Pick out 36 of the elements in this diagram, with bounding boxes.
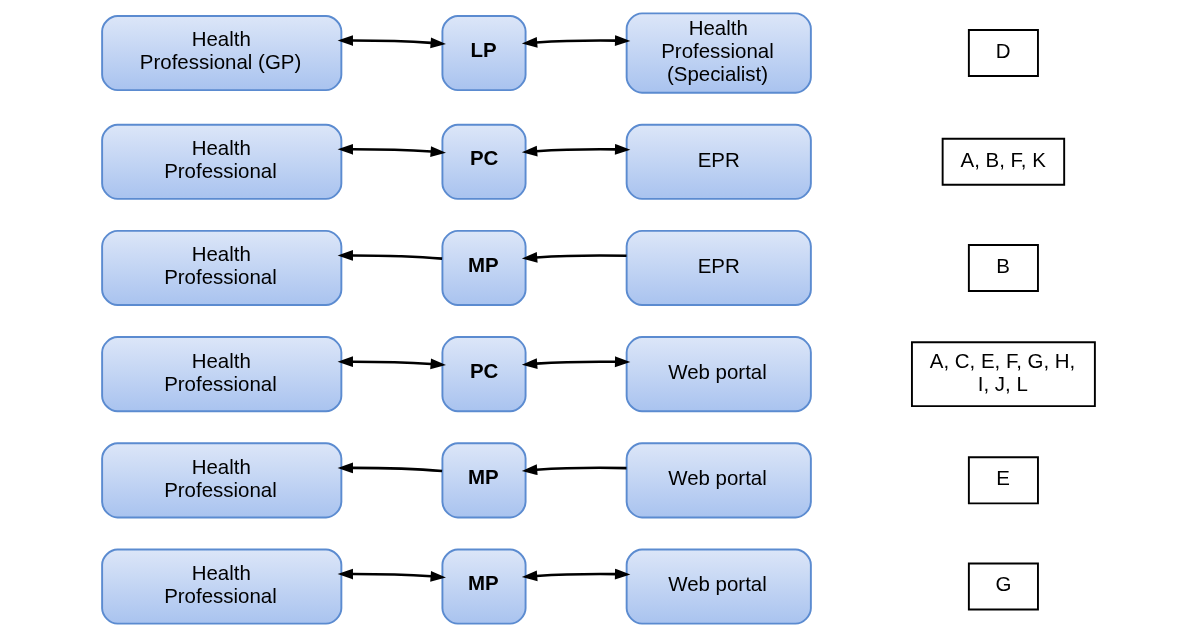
node-box: Health Professional (GP) xyxy=(101,15,343,92)
node-box: D xyxy=(967,29,1039,78)
node-box: MP xyxy=(441,442,527,519)
arrow xyxy=(337,250,443,261)
node-box: EPR xyxy=(625,123,812,200)
arrow xyxy=(337,143,446,157)
node-box: G xyxy=(967,562,1039,611)
node-box: B xyxy=(967,244,1039,292)
node-box: A, C, E, F, G, H, I, J, L xyxy=(911,341,1096,408)
arrow xyxy=(337,35,446,49)
arrow xyxy=(337,462,443,474)
arrow xyxy=(337,568,446,582)
arrow xyxy=(521,464,627,476)
node-box: Web portal xyxy=(625,548,812,625)
node-box: EPR xyxy=(625,229,812,307)
node-box: Health Professional xyxy=(101,123,343,200)
node-box: MP xyxy=(441,548,527,625)
node-box: LP xyxy=(441,15,527,92)
node-box: Web portal xyxy=(625,442,812,519)
node-box: Health Professional xyxy=(101,336,343,413)
node-box: Health Professional xyxy=(101,548,343,625)
arrow xyxy=(521,568,631,582)
arrow xyxy=(337,356,446,370)
node-box: Web portal xyxy=(625,336,812,413)
node-box: A, B, F, K xyxy=(941,137,1066,186)
node-box: Health Professional xyxy=(101,229,343,307)
node-box: E xyxy=(967,456,1039,505)
arrow xyxy=(521,144,631,157)
arrow xyxy=(521,356,631,369)
arrow xyxy=(521,35,631,48)
node-box: Health Professional (Specialist) xyxy=(625,12,812,94)
node-box: MP xyxy=(441,229,527,307)
node-box: Health Professional xyxy=(101,442,343,519)
node-box: PC xyxy=(441,336,527,413)
node-box: PC xyxy=(441,123,527,200)
arrow xyxy=(521,252,627,263)
